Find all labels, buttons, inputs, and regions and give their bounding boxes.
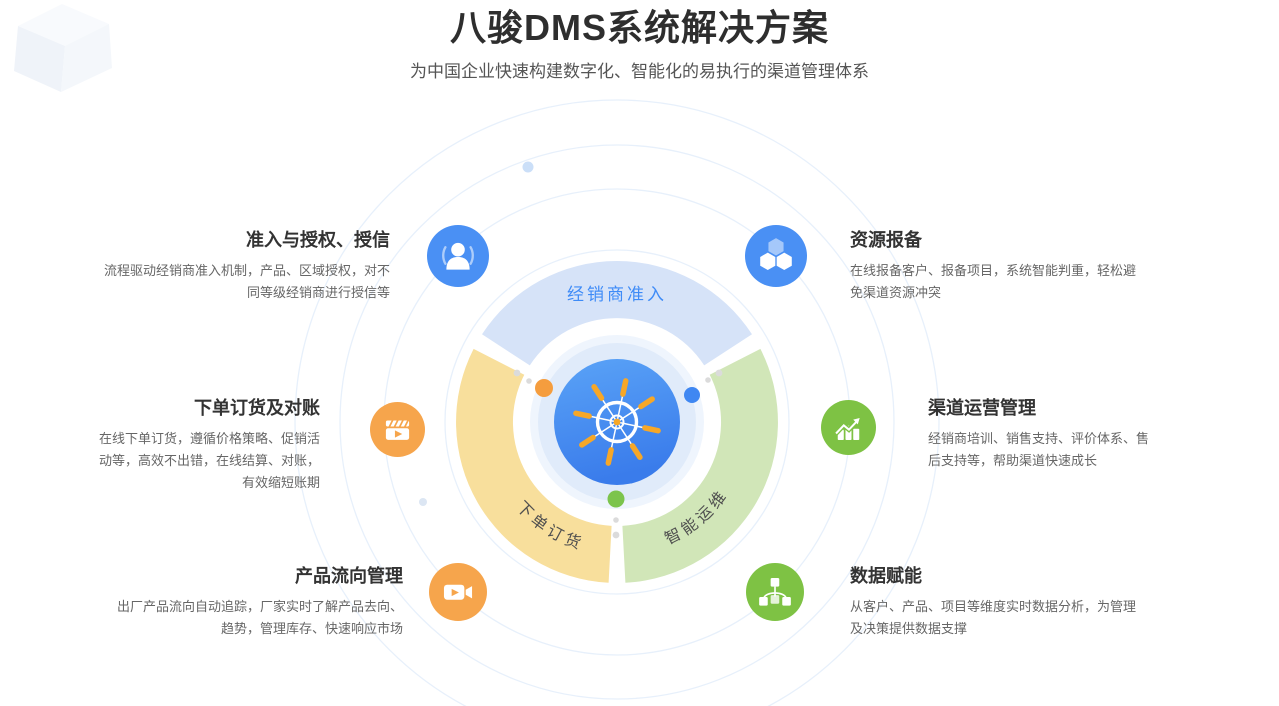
feature-title: 下单订货及对账 xyxy=(194,398,320,418)
feature-description: 流程驱动经销商准入机制，产品、区域授权，对不 同等级经销商进行授信等 xyxy=(103,263,390,300)
org-chart-icon xyxy=(746,563,804,621)
feature-channel-operation: 渠道运营管理 经销商培训、销售支持、评价体系、售 后支持等，帮助渠道快速成长 xyxy=(928,396,1188,472)
segment-dealer-admission xyxy=(482,261,752,366)
page-subtitle: 为中国企业快速构建数字化、智能化的易执行的渠道管理体系 xyxy=(410,62,869,81)
feature-resource-filing: 资源报备 在线报备客户、报备项目，系统智能判重，轻松避 免渠道资源冲突 xyxy=(850,228,1180,304)
feature-description: 在线下单订货，遵循价格策略、促销活 动等，高效不出错，在线结算、对账， 有效缩短… xyxy=(98,431,320,490)
segment-smart-ops xyxy=(622,348,778,583)
wheel-diagram: 经销商准入 下单订货 智能运维 xyxy=(294,99,940,706)
feature-description: 出厂产品流向自动追踪，厂家实时了解产品去向、 趋势，管理库存、快速响应市场 xyxy=(116,599,403,636)
feature-description: 从客户、产品、项目等维度实时数据分析，为管理 及决策提供数据支撑 xyxy=(850,599,1137,636)
accent-dots xyxy=(513,369,723,539)
ship-helm-icon xyxy=(573,378,661,466)
ring-dot xyxy=(522,161,534,173)
hexagons-icon xyxy=(745,225,807,287)
blue-dot xyxy=(684,387,700,403)
ring-dot xyxy=(419,498,427,506)
feature-description: 在线报备客户、报备项目，系统智能判重，轻松避 免渠道资源冲突 xyxy=(850,263,1137,300)
segment-label-dealer-admission: 经销商准入 xyxy=(567,285,667,304)
feature-admission-authorization: 准入与授权、授信 流程驱动经销商准入机制，产品、区域授权，对不 同等级经销商进行… xyxy=(60,228,390,304)
page-header: 八骏DMS系统解决方案 为中国企业快速构建数字化、智能化的易执行的渠道管理体系 xyxy=(0,6,1279,82)
feature-ordering-reconciliation: 下单订货及对账 在线下单订货，遵循价格策略、促销活 动等，高效不出错，在线结算、… xyxy=(40,396,320,494)
bar-chart-icon xyxy=(821,400,876,455)
clapperboard-icon xyxy=(370,402,425,457)
wheel-center xyxy=(530,335,704,509)
feature-title: 资源报备 xyxy=(850,230,922,250)
video-camera-icon xyxy=(429,563,487,621)
feature-title: 产品流向管理 xyxy=(295,566,403,586)
segment-ordering xyxy=(456,348,612,583)
green-dot xyxy=(607,490,625,508)
orange-dot xyxy=(535,379,553,397)
users-icon xyxy=(427,225,489,287)
feature-data-empowerment: 数据赋能 从客户、产品、项目等维度实时数据分析，为管理 及决策提供数据支撑 xyxy=(850,564,1180,640)
feature-title: 渠道运营管理 xyxy=(928,398,1036,418)
feature-title: 准入与授权、授信 xyxy=(246,230,390,250)
feature-product-flow: 产品流向管理 出厂产品流向自动追踪，厂家实时了解产品去向、 趋势，管理库存、快速… xyxy=(73,564,403,640)
cube-decoration-icon xyxy=(14,4,112,92)
feature-description: 经销商培训、销售支持、评价体系、售 后支持等，帮助渠道快速成长 xyxy=(928,431,1150,468)
page-title: 八骏DMS系统解决方案 xyxy=(450,7,829,48)
feature-title: 数据赋能 xyxy=(850,566,922,586)
